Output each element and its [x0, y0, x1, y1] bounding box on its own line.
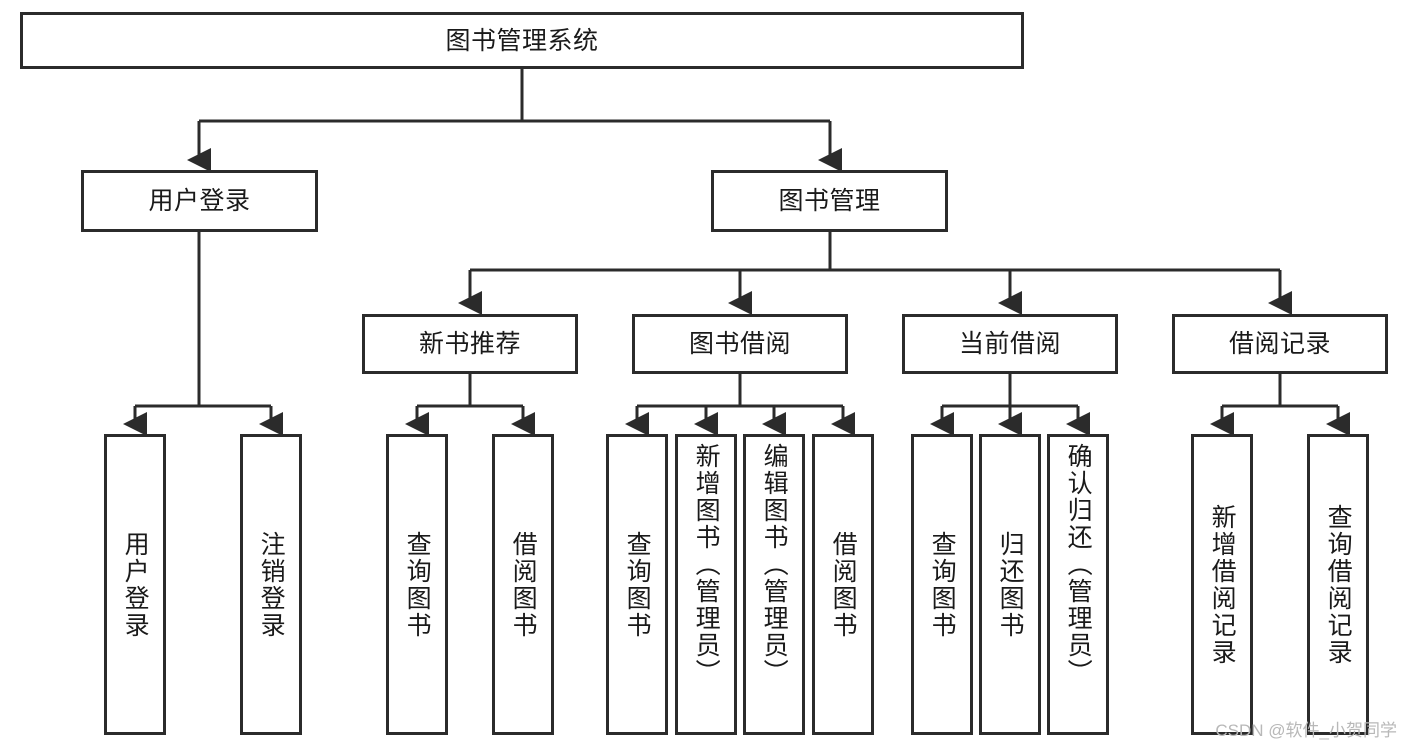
node-book-management[interactable]: 图书管理	[711, 170, 948, 232]
node-label: 图书管理系统	[445, 26, 599, 55]
leaf-record-query-record[interactable]: 查询借阅记录	[1307, 434, 1369, 735]
node-label: 新增图书（管理员）	[692, 443, 721, 686]
leaf-current-confirm-return-admin[interactable]: 确认归还（管理员）	[1047, 434, 1109, 735]
leaf-record-add-record[interactable]: 新增借阅记录	[1191, 434, 1253, 735]
leaf-borrow-add-book-admin[interactable]: 新增图书（管理员）	[675, 434, 737, 735]
node-label: 编辑图书（管理员）	[760, 443, 789, 686]
leaf-current-query-book[interactable]: 查询图书	[911, 434, 973, 735]
node-user-login[interactable]: 用户登录	[81, 170, 318, 232]
watermark-text: CSDN @软件_小贺同学	[1215, 721, 1397, 740]
node-root-book-management-system[interactable]: 图书管理系统	[20, 12, 1024, 69]
leaf-borrow-borrow-book[interactable]: 借阅图书	[812, 434, 874, 735]
node-label: 图书借阅	[688, 330, 791, 358]
leaf-new-book-query[interactable]: 查询图书	[386, 434, 448, 735]
leaf-current-return-book[interactable]: 归还图书	[979, 434, 1041, 735]
leaf-borrow-query-book[interactable]: 查询图书	[606, 434, 668, 735]
node-label: 查询图书	[623, 530, 652, 639]
node-current-borrow[interactable]: 当前借阅	[902, 314, 1118, 374]
node-label: 新书推荐	[418, 330, 521, 358]
leaf-borrow-edit-book-admin[interactable]: 编辑图书（管理员）	[743, 434, 805, 735]
node-label: 用户登录	[148, 187, 251, 215]
node-label: 查询图书	[403, 530, 432, 639]
node-label: 确认归还（管理员）	[1064, 443, 1093, 686]
node-label: 借阅记录	[1228, 330, 1331, 358]
leaf-user-login-signin[interactable]: 用户登录	[104, 434, 166, 735]
node-label: 借阅图书	[509, 530, 538, 639]
node-label: 查询图书	[928, 530, 957, 639]
node-label: 图书管理	[778, 187, 881, 215]
leaf-new-book-borrow[interactable]: 借阅图书	[492, 434, 554, 735]
node-label: 归还图书	[996, 530, 1025, 639]
node-label: 注销登录	[257, 530, 286, 639]
node-label: 借阅图书	[829, 530, 858, 639]
leaf-user-login-signout[interactable]: 注销登录	[240, 434, 302, 735]
node-label: 新增借阅记录	[1208, 503, 1237, 666]
node-book-borrow[interactable]: 图书借阅	[632, 314, 848, 374]
node-label: 用户登录	[121, 530, 150, 639]
node-label: 当前借阅	[958, 330, 1061, 358]
node-new-book-recommend[interactable]: 新书推荐	[362, 314, 578, 374]
node-label: 查询借阅记录	[1324, 503, 1353, 666]
node-borrow-record[interactable]: 借阅记录	[1172, 314, 1388, 374]
